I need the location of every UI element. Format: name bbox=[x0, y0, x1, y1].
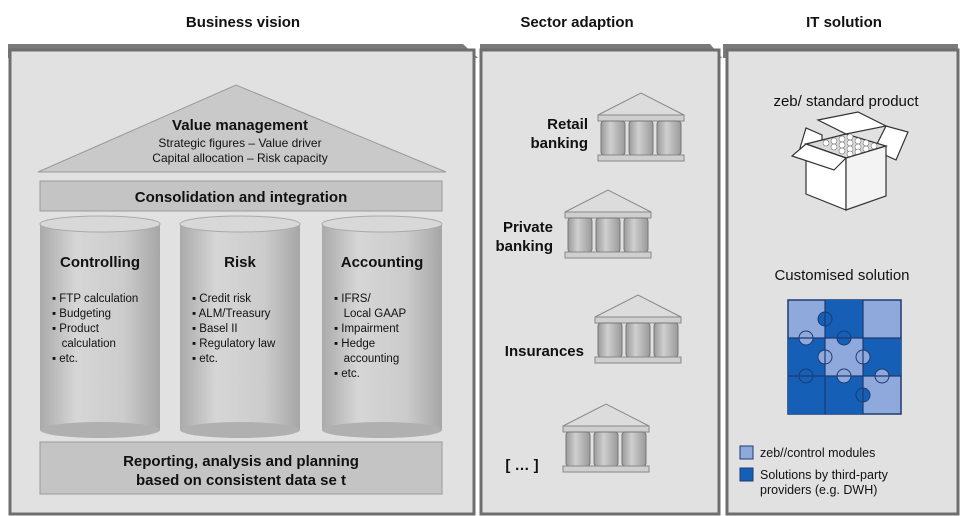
roof-title: Value management bbox=[172, 117, 308, 134]
reporting-base-bar: Reporting, analysis and planning based o… bbox=[39, 441, 443, 495]
base-line-2: based on consistent data se t bbox=[136, 472, 346, 489]
sector-label-line-1: Private bbox=[503, 219, 553, 236]
legend-swatch-dark bbox=[739, 467, 754, 482]
pillar-title: Risk bbox=[224, 254, 256, 271]
pillar-item: ▪ etc. bbox=[192, 353, 218, 365]
sector-label-line-2: banking bbox=[530, 135, 588, 152]
pillar-item: ▪ etc. bbox=[334, 368, 360, 380]
roof-line-1: Strategic figures – Value driver bbox=[158, 136, 321, 150]
pillar-item: Local GAAP bbox=[334, 308, 407, 320]
value-management-roof: Value management Strategic figures – Val… bbox=[37, 84, 447, 173]
sector-label-line-1: [ … ] bbox=[505, 457, 538, 474]
consolidation-bar: Consolidation and integration bbox=[39, 180, 443, 212]
pillar-item: ▪ Budgeting bbox=[52, 308, 111, 320]
pillar-title: Accounting bbox=[341, 254, 424, 271]
pillar-item: ▪ FTP calculation bbox=[52, 293, 138, 305]
consolidation-label: Consolidation and integration bbox=[135, 189, 348, 206]
pillar-controlling: Controlling ▪ FTP calculation ▪ Budgetin… bbox=[39, 215, 161, 438]
sector-label-line-2: banking bbox=[495, 238, 553, 255]
sector-label-line-1: Retail bbox=[547, 116, 588, 133]
header-business-vision: Business vision bbox=[186, 14, 300, 31]
pillar-item: ▪ Impairment bbox=[334, 323, 400, 335]
custom-solution-label: Customised solution bbox=[774, 267, 909, 284]
pillar-accounting: Accounting ▪ IFRS/ Local GAAP ▪ Impairme… bbox=[321, 215, 443, 438]
base-line-1: Reporting, analysis and planning bbox=[123, 453, 359, 470]
sector-retail-banking: Retail banking bbox=[530, 92, 685, 162]
pillar-item: ▪ ALM/Treasury bbox=[192, 308, 271, 320]
sector-insurances: Insurances bbox=[505, 294, 682, 364]
puzzle-icon bbox=[787, 299, 902, 415]
sector-private-banking: Private banking bbox=[495, 189, 652, 259]
legend-label-2a: Solutions by third-party bbox=[760, 468, 889, 482]
box-icon bbox=[790, 111, 909, 211]
pillar-item: ▪ IFRS/ bbox=[334, 293, 371, 305]
sector-other: [ … ] bbox=[505, 403, 650, 474]
roof-line-2: Capital allocation – Risk capacity bbox=[152, 151, 327, 165]
pillar-item: ▪ Regulatory law bbox=[192, 338, 276, 350]
pillar-item: accounting bbox=[334, 353, 399, 365]
pillar-title: Controlling bbox=[60, 254, 140, 271]
pillar-item: ▪ etc. bbox=[52, 353, 78, 365]
pillar-risk: Risk ▪ Credit risk ▪ ALM/Treasury ▪ Base… bbox=[179, 215, 301, 438]
legend-label-1: zeb//control modules bbox=[760, 446, 875, 460]
pillar-item: ▪ Product bbox=[52, 323, 100, 335]
header-it-solution: IT solution bbox=[806, 14, 882, 31]
pillar-item: calculation bbox=[52, 338, 116, 350]
legend: zeb//control modules Solutions by third-… bbox=[739, 445, 889, 497]
pillar-item: ▪ Hedge bbox=[334, 338, 375, 350]
legend-swatch-light bbox=[739, 445, 754, 460]
pillar-item: ▪ Credit risk bbox=[192, 293, 251, 305]
header-sector-adaption: Sector adaption bbox=[520, 14, 633, 31]
legend-label-2b: providers (e.g. DWH) bbox=[760, 483, 877, 497]
standard-product-label: zeb/ standard product bbox=[773, 93, 919, 110]
sector-label-line-1: Insurances bbox=[505, 343, 584, 360]
pillar-item: ▪ Basel II bbox=[192, 323, 238, 335]
